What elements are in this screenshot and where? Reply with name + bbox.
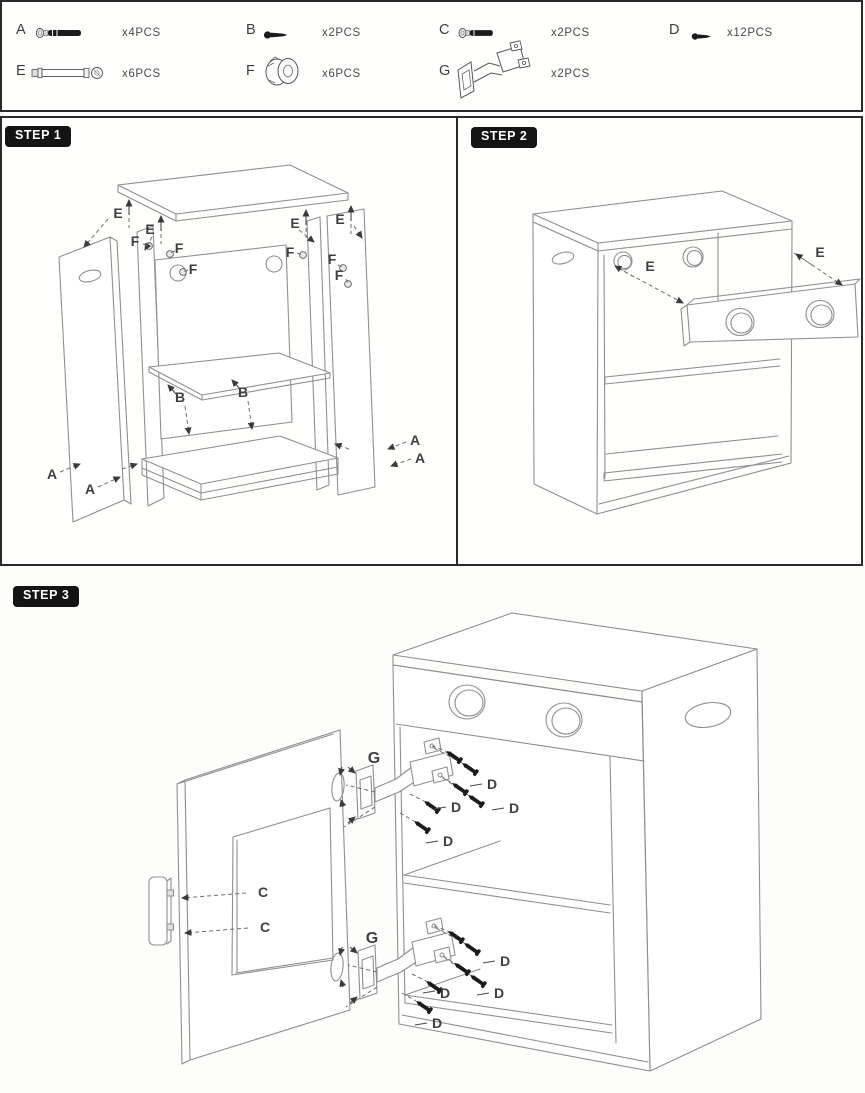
callout-F: F: [131, 233, 140, 249]
f-leaders: [142, 243, 349, 284]
callout-B: B: [175, 389, 185, 405]
step3-door-hinge-diagram: G G C C D D D D D D D D: [148, 612, 762, 1072]
callout-C: C: [258, 884, 268, 900]
connecting-rail-icon: [30, 64, 112, 87]
callout-G: G: [366, 930, 378, 947]
hinge-bottom: [338, 917, 456, 1008]
callout-F: F: [189, 261, 198, 277]
callout-D: D: [451, 799, 461, 815]
part-label-e: E: [16, 63, 26, 79]
callout-E: E: [145, 221, 154, 237]
callout-E: E: [113, 205, 122, 221]
callout-E: E: [815, 244, 824, 260]
callout-D: D: [432, 1015, 442, 1031]
e-arrows: [83, 199, 363, 251]
cam-bolt-icon: [35, 26, 87, 45]
callout-A: A: [47, 466, 57, 482]
callout-A: A: [415, 450, 425, 466]
callout-G: G: [368, 750, 380, 767]
callout-F: F: [286, 244, 295, 260]
part-qty-a: x4PCS: [122, 27, 161, 39]
part-label-b: B: [246, 22, 256, 38]
part-label-f: F: [246, 63, 255, 79]
callout-D: D: [500, 953, 510, 969]
hinge-icon: [454, 40, 538, 105]
callout-C: C: [260, 919, 270, 935]
callout-D: D: [443, 833, 453, 849]
cam-lock-icon: [262, 54, 304, 94]
panel-divider: [456, 116, 458, 566]
step2-badge: STEP 2: [471, 127, 538, 148]
screws-bottom: [401, 925, 496, 1026]
part-label-a: A: [16, 22, 26, 38]
part-label-g: G: [439, 63, 451, 79]
part-qty-f: x6PCS: [322, 68, 361, 80]
callout-A: A: [410, 432, 420, 448]
screws-top: [399, 745, 505, 844]
hinge-top: [338, 737, 454, 828]
a-arrows: [59, 441, 412, 488]
step2-drawer-rail-diagram: E E: [532, 190, 861, 515]
c-arrows: [181, 892, 249, 936]
step3-callouts: G G C C D D D D D D D D: [258, 750, 519, 1031]
callout-E: E: [290, 215, 299, 231]
b-arrows: [167, 379, 255, 435]
small-screw-icon: [263, 27, 290, 45]
parts-list-box: A x4PCS B x2PCS C: [0, 0, 863, 112]
step1-badge: STEP 1: [5, 126, 72, 147]
callout-E: E: [335, 211, 344, 227]
short-cam-bolt-icon: [458, 26, 498, 45]
callout-E: E: [645, 258, 654, 274]
callout-D: D: [487, 776, 497, 792]
callout-A: A: [85, 481, 95, 497]
callout-F: F: [328, 251, 337, 267]
part-label-c: C: [439, 22, 450, 38]
step2-callouts: E E: [645, 244, 824, 274]
part-qty-c: x2PCS: [551, 27, 590, 39]
callout-D: D: [509, 800, 519, 816]
callout-D: D: [494, 985, 504, 1001]
step1-exploded-cabinet-diagram: E E E E F F F F F F B B A A A A: [47, 164, 425, 523]
step1-callouts: E E E E F F F F F F B B A A A A: [47, 205, 425, 497]
callout-F: F: [175, 240, 184, 256]
wood-screw-icon: [691, 28, 713, 46]
callout-B: B: [238, 384, 248, 400]
step3-badge: STEP 3: [13, 586, 80, 607]
part-label-d: D: [669, 22, 680, 38]
callout-F: F: [335, 267, 344, 283]
part-qty-d: x12PCS: [727, 27, 773, 39]
part-qty-b: x2PCS: [322, 27, 361, 39]
e-arrows: [614, 252, 843, 304]
callout-D: D: [440, 985, 450, 1001]
part-qty-g: x2PCS: [551, 68, 590, 80]
part-qty-e: x6PCS: [122, 68, 161, 80]
